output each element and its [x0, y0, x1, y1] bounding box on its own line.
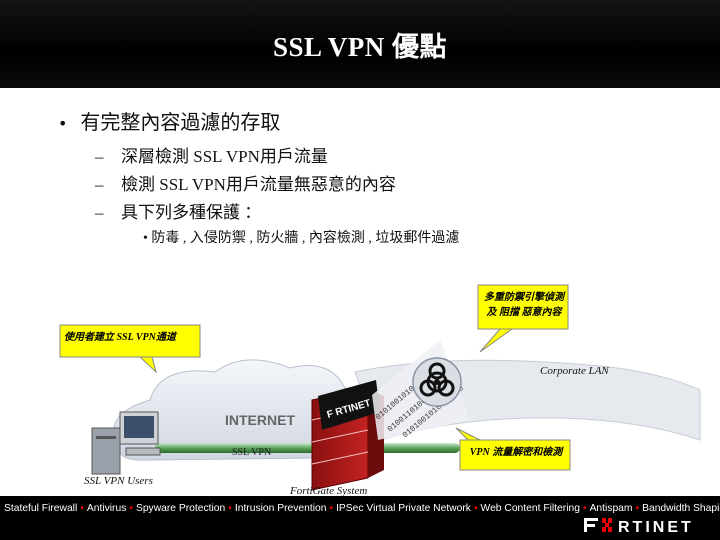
callout-user: 使用者建立 SSL VPN通道 — [64, 328, 198, 343]
separator-icon: • — [129, 503, 133, 514]
label-ssl-vpn: SSL VPN — [232, 447, 271, 458]
biohazard-icon — [413, 358, 461, 406]
slide-title: SSL VPN 優點 — [273, 25, 447, 64]
feature-item: Antivirus — [87, 503, 126, 514]
level3-text: 防毒 , 入侵防禦 , 防火牆 , 內容檢測 , 垃圾郵件過濾 — [151, 231, 459, 246]
sub-item: –檢測 SSL VPN用戶流量無惡意的內容 — [95, 170, 396, 195]
ssl-tunnel — [155, 443, 460, 453]
callout-engine: 多重防禦引擎偵測及 阻擋 惡意內容 — [482, 288, 566, 318]
feature-item: Stateful Firewall — [4, 503, 77, 514]
feature-item: Web Content Filtering — [481, 503, 580, 514]
dash-icon: – — [95, 203, 121, 223]
feature-item: Bandwidth Shaping — [642, 503, 720, 514]
bullet-text: 有完整內容過濾的存取 — [80, 110, 280, 134]
svg-text:RTINET: RTINET — [618, 519, 694, 534]
feature-item: IPSec Virtual Private Network — [336, 503, 471, 514]
separator-icon: • — [474, 503, 478, 514]
computer-icon — [92, 412, 160, 474]
diagram-graphics: F RTINET 0101001010100110010 01001101001… — [0, 270, 720, 500]
feature-item: Spyware Protection — [136, 503, 225, 514]
label-internet: INTERNET — [225, 412, 295, 428]
bullet-dot-icon: • — [58, 114, 74, 133]
sub-item-text: 深層檢測 SSL VPN用戶流量 — [121, 147, 328, 166]
separator-icon: • — [583, 503, 587, 514]
dash-icon: – — [95, 175, 121, 195]
sub-item-text: 具下列多種保護 ： — [121, 203, 261, 222]
feature-list: Stateful Firewall•Antivirus•Spyware Prot… — [4, 503, 720, 514]
title-bar: SSL VPN 優點 — [0, 0, 720, 88]
sub-item: –深層檢測 SSL VPN用戶流量 — [95, 142, 328, 167]
sub-item-text: 檢測 SSL VPN用戶流量無惡意的內容 — [121, 175, 396, 194]
network-diagram: F RTINET 0101001010100110010 01001101001… — [0, 270, 720, 500]
callout-vpn: VPN 流量解密和檢測 — [464, 443, 568, 458]
dash-icon: – — [95, 147, 121, 167]
fortinet-logo: RTINET — [584, 516, 714, 534]
bullet-level1: • 有完整內容過濾的存取 — [58, 106, 280, 135]
label-lan: Corporate LAN — [540, 365, 609, 377]
label-users: SSL VPN Users — [84, 475, 153, 487]
separator-icon: • — [228, 503, 232, 514]
feature-item: Antispam — [590, 503, 633, 514]
feature-item: Intrusion Prevention — [235, 503, 327, 514]
separator-icon: • — [329, 503, 333, 514]
sub-item: –具下列多種保護 ： — [95, 198, 261, 223]
separator-icon: • — [636, 503, 640, 514]
separator-icon: • — [80, 503, 84, 514]
footer-bar: Stateful Firewall•Antivirus•Spyware Prot… — [0, 496, 720, 540]
bullet-dot-icon: • — [143, 231, 148, 246]
bullet-level3: • 防毒 , 入侵防禦 , 防火牆 , 內容檢測 , 垃圾郵件過濾 — [143, 227, 459, 247]
